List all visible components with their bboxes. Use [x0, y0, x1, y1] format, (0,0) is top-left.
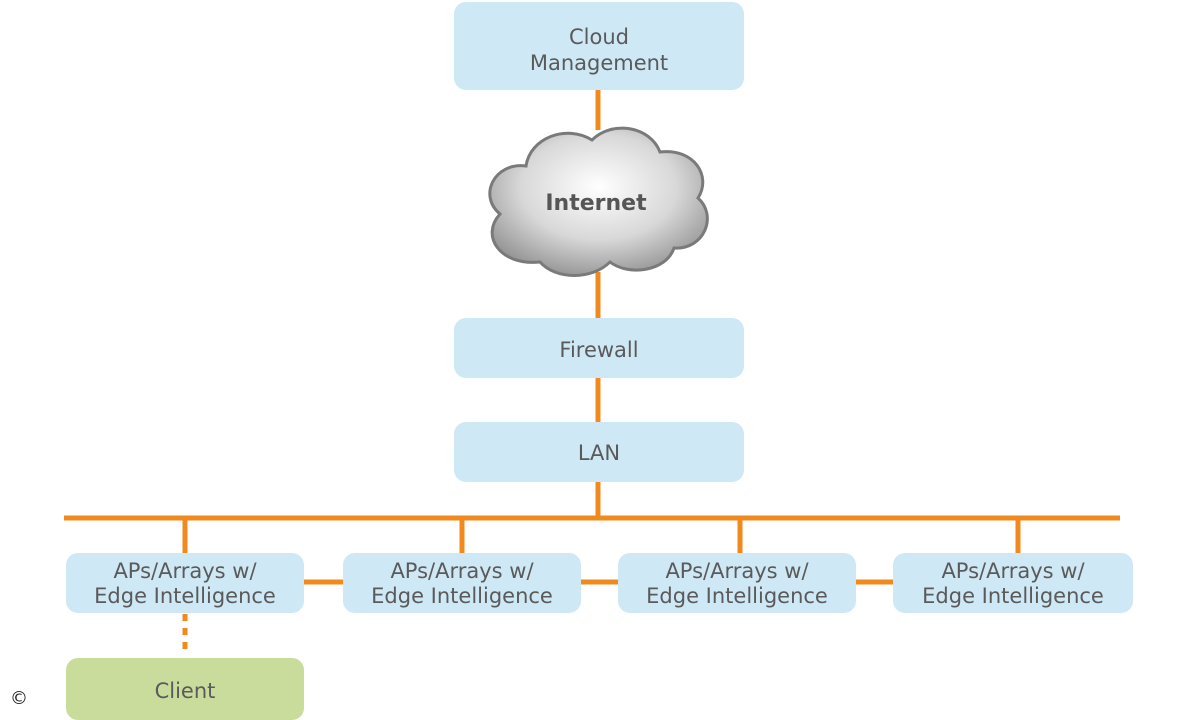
- cloud-management-node: Cloud Management: [454, 2, 744, 90]
- client-label: Client: [155, 679, 216, 703]
- internet-label: Internet: [545, 191, 647, 216]
- ap-2-label-line2: Edge Intelligence: [371, 584, 553, 608]
- ap-3-label-line2: Edge Intelligence: [646, 584, 828, 608]
- firewall-label: Firewall: [559, 338, 638, 362]
- firewall-node: Firewall: [454, 318, 744, 378]
- cloud-management-label-line2: Management: [530, 51, 668, 75]
- ap-node-2: APs/Arrays w/ Edge Intelligence: [343, 553, 581, 613]
- ap-node-1: APs/Arrays w/ Edge Intelligence: [66, 553, 304, 613]
- ap-4-label-line2: Edge Intelligence: [922, 584, 1104, 608]
- lan-node: LAN: [454, 422, 744, 482]
- internet-cloud-node: Internet: [488, 126, 709, 277]
- ap-1-label-line1: APs/Arrays w/: [113, 559, 257, 583]
- cloud-management-label-line1: Cloud: [569, 25, 629, 49]
- lan-label: LAN: [578, 441, 620, 465]
- ap-4-label-line1: APs/Arrays w/: [941, 559, 1085, 583]
- ap-node-3: APs/Arrays w/ Edge Intelligence: [618, 553, 856, 613]
- ap-2-label-line1: APs/Arrays w/: [390, 559, 534, 583]
- client-node: Client: [66, 658, 304, 720]
- copyright-mark: ©: [10, 688, 28, 709]
- ap-1-label-line2: Edge Intelligence: [94, 584, 276, 608]
- ap-3-label-line1: APs/Arrays w/: [665, 559, 809, 583]
- ap-node-4: APs/Arrays w/ Edge Intelligence: [893, 553, 1133, 613]
- internet-cloud-icon: [488, 126, 709, 277]
